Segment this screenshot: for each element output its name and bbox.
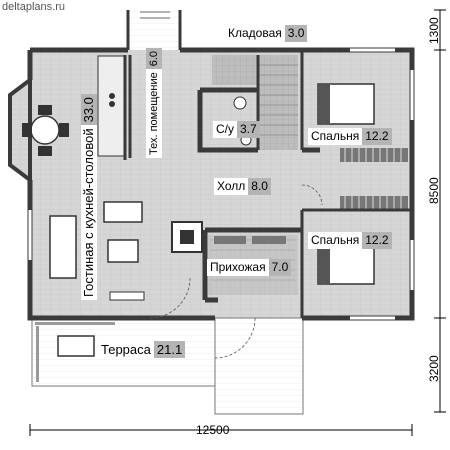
room-label-wc: С/у 3.7 [213,121,260,138]
dining-table [22,105,69,156]
dimension-lines [29,9,446,436]
kitchen-counter [97,55,125,157]
storage-area [126,10,182,50]
room-area: 12.2 [362,232,392,249]
terrace-area [31,317,304,415]
room-label-entry: Прихожая 7.0 [207,259,292,276]
room-area: 3.7 [237,121,260,138]
room-area: 12.2 [362,128,392,145]
windows [28,48,414,320]
room-label-tech: Тех. помещение 6.0 [146,47,162,158]
room-label-terrace: Терраса 21.1 [98,341,186,358]
beds [317,83,375,285]
room-label-storage: Кладовая 3.0 [225,25,308,42]
room-label-bed1: Спальня 12.2 [308,128,392,145]
living-furniture [49,201,145,301]
room-name: Кладовая [225,25,285,42]
room-name: Спальня [308,128,363,145]
room-label-living: Гостиная с кухней-столовой 33.0 [81,94,97,300]
dimension-depth-main: 8500 [427,177,441,204]
room-name: С/у [213,121,237,138]
room-area: 8.0 [248,178,271,195]
room-label-bed2: Спальня 12.2 [308,232,392,249]
room-area: 7.0 [268,259,292,276]
fireplace [171,221,203,253]
room-name: Терраса [98,341,154,358]
walls [27,47,415,321]
room-name: Спальня [308,232,363,249]
room-name: Холл [214,178,249,195]
doors [149,184,323,359]
terrace-table [57,335,95,357]
room-name: Прихожая [207,259,269,276]
room-area: 21.1 [153,341,186,358]
dimension-depth-bottom: 3200 [427,355,441,382]
dimension-width: 12500 [196,423,230,437]
room-name: Гостиная с кухней-столовой [81,125,97,300]
room-area: 3.0 [284,25,308,42]
bay-window [8,76,32,184]
room-area: 6.0 [146,47,162,70]
room-name: Тех. помещение [146,69,162,158]
room-label-hall: Холл 8.0 [214,178,271,195]
wardrobes [214,148,408,244]
room-area: 33.0 [81,94,97,126]
watermark: deltaplans.ru [2,1,65,13]
dimension-depth-top: 1300 [427,17,441,44]
